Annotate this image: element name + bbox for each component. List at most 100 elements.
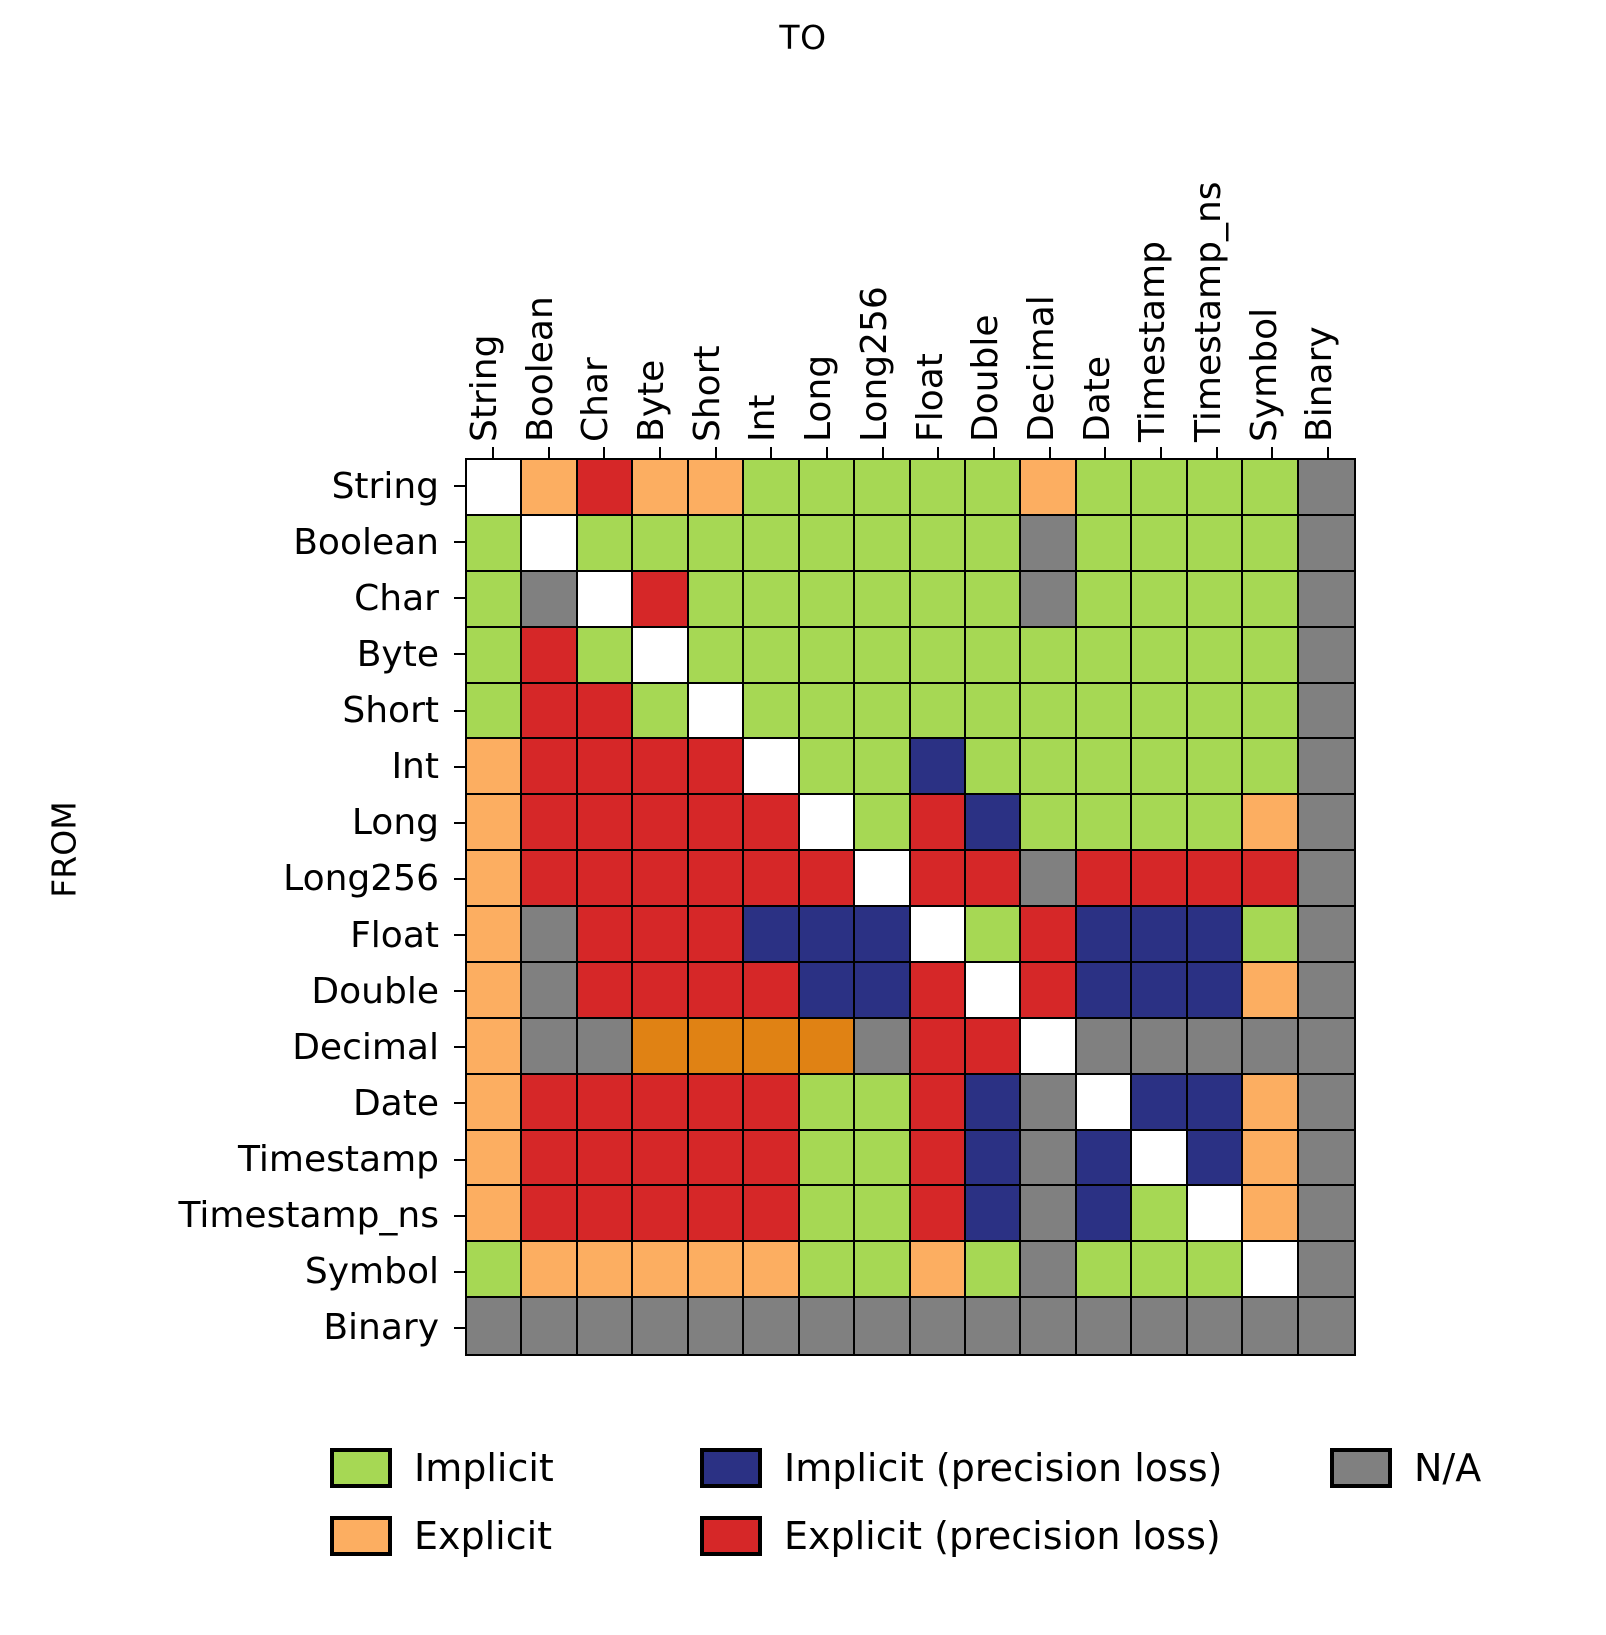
matrix-cell: [1132, 515, 1188, 572]
matrix-cell: [1298, 907, 1354, 963]
matrix-cell: [1298, 739, 1354, 796]
legend-label: Implicit (precision loss): [784, 1446, 1223, 1490]
matrix-cell: [799, 851, 856, 907]
matrix-cell: [855, 571, 911, 628]
row-label-timestamp_ns: Timestamp_ns: [178, 1195, 439, 1237]
matrix-cell: [1076, 1242, 1133, 1299]
column-tick: [1160, 447, 1163, 458]
matrix-cell: [1243, 907, 1299, 963]
matrix-cell: [688, 627, 745, 684]
matrix-cell: [1076, 962, 1133, 1019]
legend-swatch-explicit-loss: [700, 1516, 762, 1556]
matrix-cell: [965, 1298, 1022, 1354]
matrix-cell: [965, 571, 1022, 628]
matrix-cell: [1243, 1130, 1299, 1187]
matrix-cell: [855, 1242, 911, 1299]
matrix-cell: [1298, 1074, 1354, 1131]
matrix-cell: [910, 907, 966, 963]
matrix-cell: [1243, 1186, 1299, 1243]
matrix-cell: [855, 627, 911, 684]
matrix-cell: [1298, 1018, 1354, 1075]
matrix-cell: [467, 515, 523, 572]
matrix-cell: [467, 907, 523, 963]
matrix-cell: [522, 627, 578, 684]
matrix-cell: [633, 1298, 689, 1354]
matrix-cell: [1076, 627, 1133, 684]
matrix-cell: [1076, 1186, 1133, 1243]
matrix-cell: [1298, 683, 1354, 740]
matrix-cell: [744, 515, 800, 572]
column-label-double: Double: [930, 314, 1006, 442]
matrix-cell: [1187, 962, 1244, 1019]
matrix-cell: [965, 627, 1022, 684]
row-label-float: Float: [350, 914, 439, 956]
matrix-cell: [1187, 571, 1244, 628]
legend-swatch-na: [1330, 1448, 1392, 1488]
matrix-cell: [1076, 851, 1133, 907]
matrix-cell: [688, 1074, 745, 1131]
legend-label: Explicit (precision loss): [784, 1514, 1221, 1558]
matrix-cell: [467, 1130, 523, 1187]
matrix-cell: [744, 851, 800, 907]
column-tick: [714, 447, 717, 458]
matrix-cell: [910, 1242, 966, 1299]
column-tick: [1104, 447, 1107, 458]
matrix-cell: [910, 571, 966, 628]
column-tick: [1215, 447, 1218, 458]
row-label-timestamp: Timestamp: [238, 1139, 439, 1181]
matrix-cell: [522, 1186, 578, 1243]
matrix-cell: [1243, 1298, 1299, 1354]
matrix-cell: [467, 1298, 523, 1354]
matrix-cell: [965, 1186, 1022, 1243]
row-label-symbol: Symbol: [304, 1251, 439, 1293]
row-tick: [454, 1102, 465, 1105]
matrix-cell: [688, 739, 745, 796]
matrix-cell: [1076, 515, 1133, 572]
matrix-cell: [688, 1242, 745, 1299]
matrix-cell: [1298, 627, 1354, 684]
row-label-double: Double: [311, 970, 439, 1012]
matrix-cell: [1076, 739, 1133, 796]
matrix-cell: [1187, 795, 1244, 852]
legend-swatch-implicit: [330, 1448, 392, 1488]
matrix-cell: [633, 739, 689, 796]
row-tick: [454, 934, 465, 937]
row-label-binary: Binary: [323, 1307, 439, 1349]
matrix-cell: [1187, 515, 1244, 572]
matrix-cell: [467, 1074, 523, 1131]
row-tick: [454, 597, 465, 600]
conversion-matrix-grid: [465, 458, 1356, 1356]
matrix-cell: [688, 571, 745, 628]
matrix-cell: [688, 1130, 745, 1187]
matrix-cell: [467, 571, 523, 628]
matrix-cell: [688, 515, 745, 572]
matrix-cell: [467, 739, 523, 796]
matrix-cell: [577, 571, 634, 628]
row-tick: [454, 821, 465, 824]
matrix-cell: [633, 1018, 689, 1075]
matrix-cell: [799, 515, 856, 572]
matrix-cell: [522, 683, 578, 740]
row-tick: [454, 1326, 465, 1329]
column-label-timestamp: Timestamp: [1097, 241, 1173, 442]
matrix-cell: [910, 515, 966, 572]
column-tick: [881, 447, 884, 458]
matrix-cell: [744, 1242, 800, 1299]
matrix-cell: [910, 627, 966, 684]
column-label-date: Date: [1042, 356, 1118, 442]
matrix-cell: [522, 571, 578, 628]
matrix-cell: [1187, 460, 1244, 516]
matrix-cell: [1132, 795, 1188, 852]
matrix-cell: [744, 962, 800, 1019]
legend-item-implicit-loss: Implicit (precision loss): [700, 1440, 1222, 1496]
matrix-cell: [744, 683, 800, 740]
row-tick: [454, 765, 465, 768]
matrix-cell: [522, 1130, 578, 1187]
matrix-cell: [1132, 683, 1188, 740]
row-tick: [454, 990, 465, 993]
matrix-cell: [633, 795, 689, 852]
matrix-cell: [855, 683, 911, 740]
row-tick: [454, 709, 465, 712]
matrix-cell: [799, 1074, 856, 1131]
